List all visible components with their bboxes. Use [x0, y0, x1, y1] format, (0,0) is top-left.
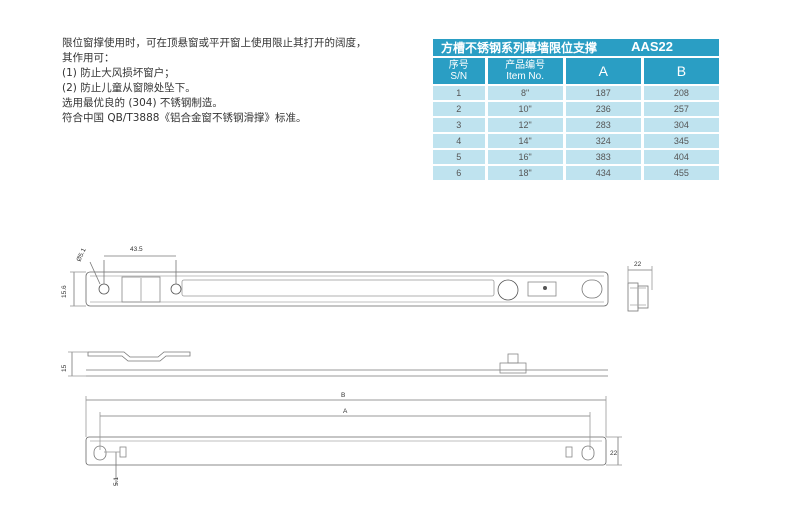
- cell-a: 383: [562, 150, 641, 164]
- table-row: 5 16" 383 404: [433, 150, 719, 164]
- description-line: 符合中国 QB/T3888《铝合金窗不锈钢滑撑》标准。: [62, 112, 307, 124]
- table-title-text: 方槽不锈钢系列幕墙限位支撑: [441, 41, 598, 55]
- dim-hole-diameter: Ø5.1: [75, 247, 87, 263]
- cell-sn: 4: [433, 134, 485, 148]
- top-view-drawing: [70, 255, 609, 307]
- dim-bottom-height: 22: [610, 450, 618, 457]
- header-item-cn: 产品编号: [505, 60, 546, 71]
- cell-a: 187: [562, 86, 641, 100]
- cell-item: 14": [484, 134, 563, 148]
- cell-item: 8": [484, 86, 563, 100]
- table-header-row: 序号 S/N 产品编号 Item No. A B: [433, 58, 719, 84]
- table-row: 6 18" 434 455: [433, 166, 719, 180]
- cell-a: 283: [562, 118, 641, 132]
- table-row: 2 10" 236 257: [433, 102, 719, 116]
- dim-hole-spacing: 43.5: [130, 246, 143, 253]
- cell-a: 434: [562, 166, 641, 180]
- cell-item: 10": [484, 102, 563, 116]
- cell-sn: 5: [433, 150, 485, 164]
- description-line: (2) 防止儿童从窗隙处坠下。: [62, 82, 196, 94]
- end-view-drawing: [627, 266, 653, 312]
- dim-bottom-offset: 5.1: [113, 477, 120, 486]
- header-sn-cn: 序号: [448, 60, 469, 71]
- cell-sn: 3: [433, 118, 485, 132]
- dim-side-height: 15: [61, 364, 68, 372]
- bottom-view-drawing: [85, 396, 622, 485]
- product-description: 限位窗撑使用时，可在顶悬窗或平开窗上使用限止其打开的阔度， 其作用可： (1) …: [62, 36, 367, 126]
- cell-b: 345: [640, 134, 719, 148]
- cell-sn: 2: [433, 102, 485, 116]
- header-sn-en: S/N: [450, 71, 468, 82]
- description-line: 其作用可：: [62, 52, 115, 64]
- header-item-en: Item No.: [506, 71, 544, 82]
- description-line: 限位窗撑使用时，可在顶悬窗或平开窗上使用限止其打开的阔度，: [62, 37, 367, 49]
- cell-sn: 1: [433, 86, 485, 100]
- product-code: AAS22: [631, 39, 673, 54]
- table-row: 4 14" 324 345: [433, 134, 719, 148]
- table-title: 方槽不锈钢系列幕墙限位支撑 AAS22: [433, 39, 719, 56]
- cell-b: 455: [640, 166, 719, 180]
- dim-b-label: B: [341, 392, 345, 399]
- description-line: 选用最优良的 (304) 不锈钢制造。: [62, 97, 223, 109]
- cell-a: 236: [562, 102, 641, 116]
- cell-b: 304: [640, 118, 719, 132]
- dim-height-top: 15.6: [61, 285, 68, 298]
- table-row: 1 8" 187 208: [433, 86, 719, 100]
- table-row: 3 12" 283 304: [433, 118, 719, 132]
- header-item: 产品编号 Item No.: [484, 58, 563, 84]
- cell-item: 12": [484, 118, 563, 132]
- cell-item: 16": [484, 150, 563, 164]
- cell-b: 257: [640, 102, 719, 116]
- cell-b: 208: [640, 86, 719, 100]
- cell-b: 404: [640, 150, 719, 164]
- side-view-drawing: [68, 351, 608, 377]
- cell-item: 18": [484, 166, 563, 180]
- description-line: (1) 防止大风损坏窗户；: [62, 67, 175, 79]
- dim-a-label: A: [343, 408, 348, 415]
- dim-width-end: 22: [634, 261, 642, 268]
- header-sn: 序号 S/N: [433, 58, 485, 84]
- spec-table: 方槽不锈钢系列幕墙限位支撑 AAS22 序号 S/N 产品编号 Item No.…: [433, 37, 719, 182]
- cell-sn: 6: [433, 166, 485, 180]
- header-a: A: [562, 58, 641, 84]
- cell-a: 324: [562, 134, 641, 148]
- header-b: B: [640, 58, 719, 84]
